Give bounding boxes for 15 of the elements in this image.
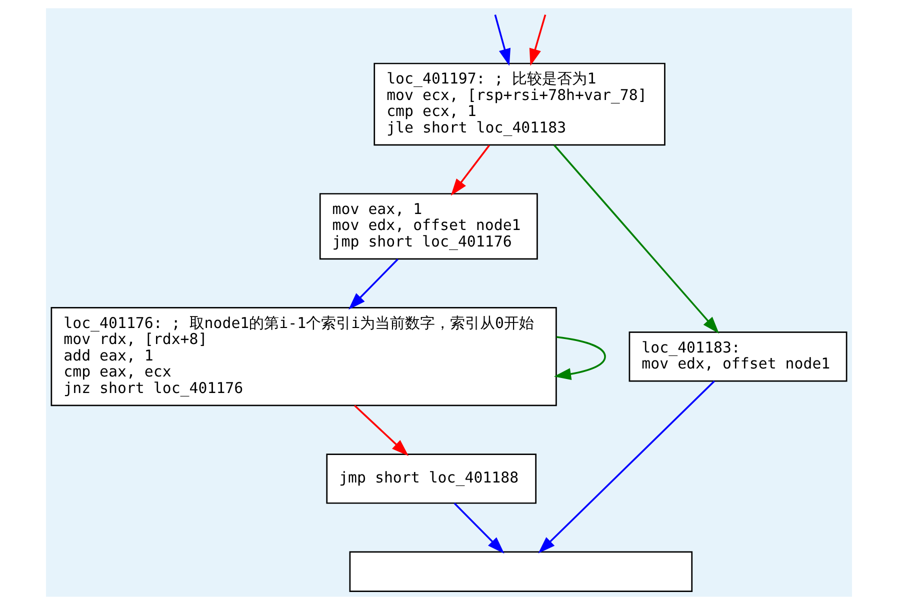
arrow — [538, 380, 715, 554]
node-box: mov eax, 1 mov edx, offset node1 jmp short loc_401176 — [319, 193, 538, 260]
node-box: loc_401197: ; 比较是否为1 mov ecx, [rsp+rsi+78h+var_78] cmp ecx, 1 jle short loc_401183 — [374, 62, 666, 146]
arrow — [554, 144, 720, 334]
node-box — [349, 551, 693, 592]
arrow — [494, 14, 511, 66]
arrow — [529, 14, 546, 66]
arrow — [554, 336, 606, 380]
node-box: loc_401176: ; 取node1的第i-1个索引i为当前数字，索引从0开始 mov rdx, [rdx+8] add eax, 1 cmp eax, ecx jnz short loc_401176 — [50, 307, 557, 406]
node-box: loc_401183: mov edx, offset node1 — [628, 331, 848, 382]
arrow — [348, 258, 398, 310]
arrow — [450, 144, 490, 196]
node-box: jmp short loc_401188 — [326, 454, 537, 504]
arrow — [454, 502, 504, 554]
arrow — [354, 404, 409, 456]
